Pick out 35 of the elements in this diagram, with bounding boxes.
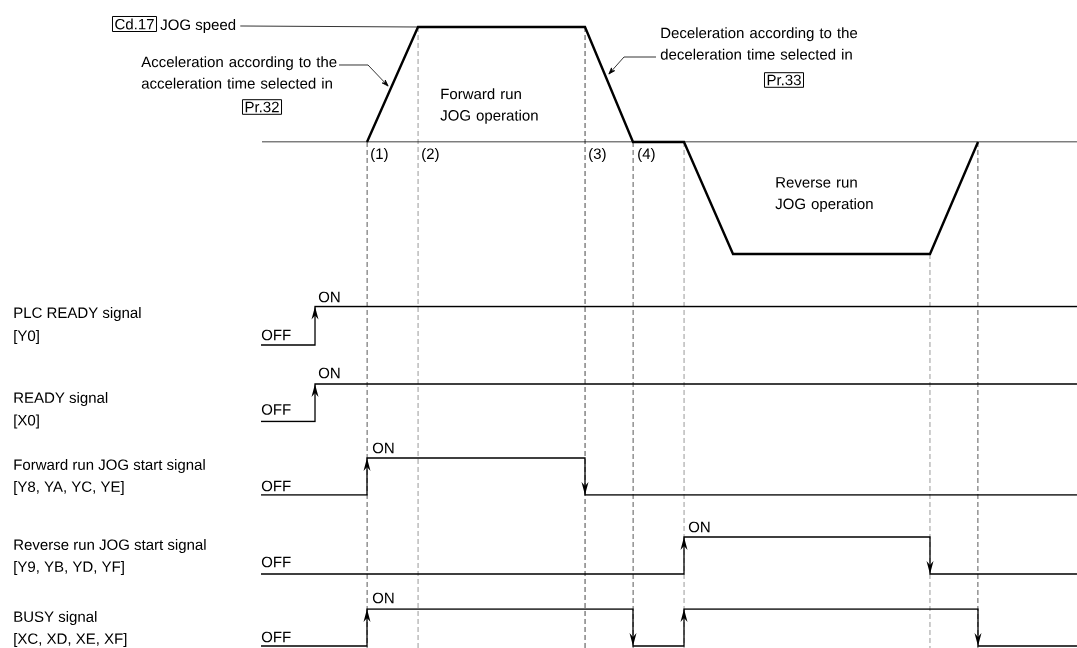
state-label: OFF xyxy=(261,556,291,568)
signal-address: [Y0] xyxy=(14,330,39,344)
phase-label: Forward run JOG operation xyxy=(440,88,538,124)
state-label: OFF xyxy=(261,404,291,415)
point-number: (2) xyxy=(422,148,439,162)
signal-address: [XC, XD, XE, XF] xyxy=(14,633,127,647)
point-number: (1) xyxy=(371,148,388,162)
signal-address: [X0] xyxy=(14,414,39,429)
state-label: ON xyxy=(372,442,394,454)
signal-name: Reverse run JOG start signal xyxy=(14,539,206,553)
point-number: (3) xyxy=(589,148,606,162)
signal-name: READY signal xyxy=(14,392,108,406)
signal-address: [Y8, YA, YC, YE] xyxy=(14,481,124,495)
parameter-box: Cd.17 xyxy=(112,16,157,32)
state-label: ON xyxy=(318,367,340,379)
point-number: (4) xyxy=(638,148,655,162)
state-label: OFF xyxy=(261,631,291,643)
signal-name: Forward run JOG start signal xyxy=(14,459,205,473)
leader-line xyxy=(608,56,657,75)
parameter-box: Pr.32 xyxy=(242,99,282,115)
leader-line xyxy=(338,64,389,87)
signal-name: PLC READY signal xyxy=(14,307,141,321)
state-label: ON xyxy=(688,521,710,533)
speed-label: JOG speed xyxy=(160,19,236,33)
parameter-box: Pr.33 xyxy=(764,72,804,88)
state-label: OFF xyxy=(261,480,291,492)
phase-label: Reverse run JOG operation xyxy=(775,177,873,213)
signal-address: [Y9, YB, YD, YF] xyxy=(14,561,124,575)
annotation-text: Deceleration according to the deceleration time selected in xyxy=(660,27,858,60)
leader-line xyxy=(239,25,419,28)
state-label: OFF xyxy=(261,329,291,341)
state-label: ON xyxy=(372,592,394,604)
signal-name: BUSY signal xyxy=(14,611,97,625)
state-label: ON xyxy=(318,291,340,303)
annotation-text: Acceleration according to the acceleration time selected in xyxy=(141,56,337,89)
